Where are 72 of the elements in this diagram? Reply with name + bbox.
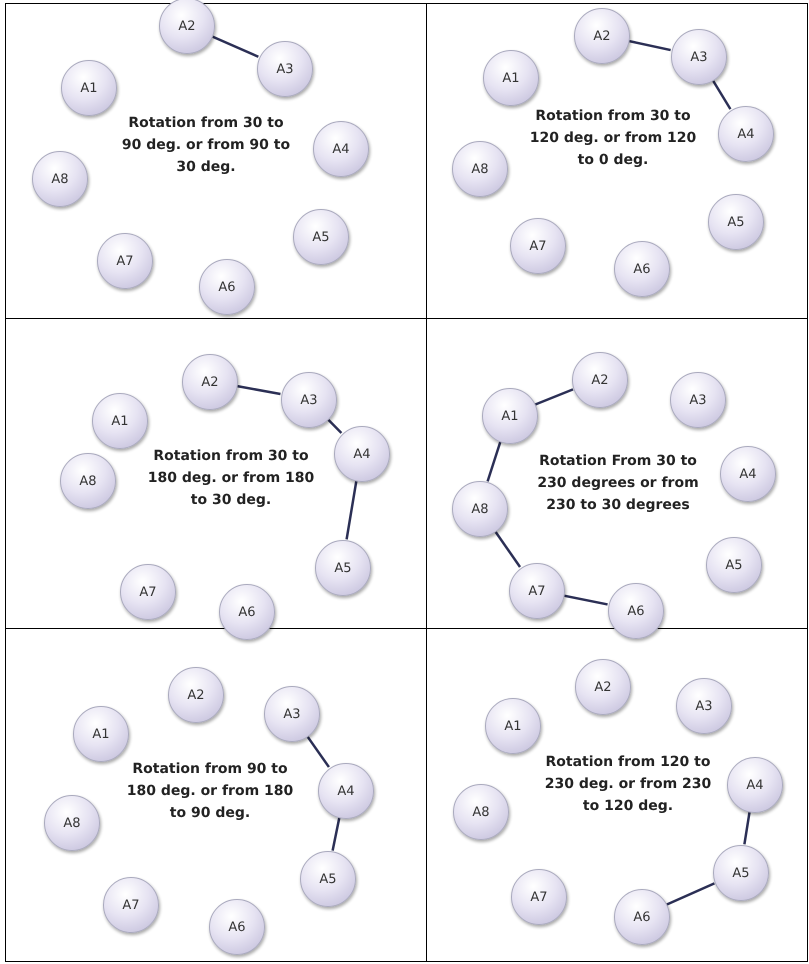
circle-node: A4: [318, 763, 374, 819]
circle-node: A7: [511, 869, 567, 925]
panel: [426, 3, 808, 319]
rotation-text: Rotation from 90 to 180 deg. or from 180 to 90 deg.: [126, 760, 294, 823]
connector-line: [331, 817, 341, 851]
connector-line: [743, 811, 751, 845]
connector-line: [534, 388, 574, 406]
circle-node: A6: [209, 899, 265, 955]
connector-line: [326, 418, 342, 434]
circle-node: A3: [281, 372, 337, 428]
circle-node: A4: [720, 446, 776, 502]
circle-node: A7: [120, 564, 176, 620]
rotation-text: Rotation from 30 to 120 deg. or from 120 to 0 deg.: [528, 107, 698, 170]
circle-node: A1: [92, 393, 148, 449]
connector-line: [306, 735, 330, 768]
circle-node: A4: [718, 106, 774, 162]
connector-line: [563, 594, 608, 606]
circle-node: A2: [575, 659, 631, 715]
connector-line: [494, 530, 522, 568]
circle-node: A1: [61, 60, 117, 116]
circle-node: A8: [60, 453, 116, 509]
circle-node: A3: [670, 372, 726, 428]
circle-node: A6: [614, 889, 670, 945]
circle-node: A5: [706, 537, 762, 593]
rotation-text: Rotation from 120 to 230 deg. or from 230 to 120 deg.: [544, 753, 712, 816]
circle-node: A2: [168, 667, 224, 723]
circle-node: A7: [509, 563, 565, 619]
circle-node: A8: [32, 151, 88, 207]
connector-line: [345, 480, 358, 540]
circle-node: A8: [44, 795, 100, 851]
circle-node: A5: [713, 845, 769, 901]
circle-node: A3: [676, 678, 732, 734]
circle-node: A7: [510, 218, 566, 274]
circle-node: A3: [264, 686, 320, 742]
circle-node: A7: [103, 877, 159, 933]
circle-node: A7: [97, 233, 153, 289]
circle-node: A6: [199, 259, 255, 315]
circle-node: A2: [572, 352, 628, 408]
connector-line: [712, 79, 732, 110]
circle-node: A4: [727, 757, 783, 813]
circle-node: A2: [574, 8, 630, 64]
circle-node: A1: [73, 706, 129, 762]
circle-node: A8: [452, 481, 508, 537]
panel: [426, 628, 808, 962]
circle-node: A1: [482, 388, 538, 444]
circle-node: A2: [182, 354, 238, 410]
circle-node: A6: [219, 584, 275, 640]
circle-node: A5: [293, 209, 349, 265]
circle-node: A5: [315, 540, 371, 596]
circle-node: A2: [159, 0, 215, 54]
circle-node: A5: [300, 851, 356, 907]
circle-node: A4: [313, 121, 369, 177]
circle-node: A8: [452, 141, 508, 197]
rotation-text: Rotation from 30 to 180 deg. or from 180 to 30 deg.: [146, 447, 316, 510]
rotation-text: Rotation from 30 to 90 deg. or from 90 to 30 deg.: [121, 114, 291, 177]
circle-node: A5: [708, 194, 764, 250]
circle-node: A4: [334, 426, 390, 482]
circle-node: A1: [485, 698, 541, 754]
circle-node: A3: [671, 29, 727, 85]
connector-line: [211, 35, 259, 58]
circle-node: A1: [483, 50, 539, 106]
circle-node: A8: [453, 784, 509, 840]
connector-line: [628, 40, 671, 52]
rotation-text: Rotation From 30 to 230 degrees or from 230 to 30 degrees: [536, 452, 700, 515]
panel: [5, 628, 427, 962]
connector-line: [666, 882, 715, 906]
connector-line: [486, 441, 502, 482]
circle-node: A6: [608, 583, 664, 639]
circle-node: A6: [614, 241, 670, 297]
circle-node: A3: [257, 41, 313, 97]
connector-line: [236, 384, 281, 396]
panel: [5, 3, 427, 319]
